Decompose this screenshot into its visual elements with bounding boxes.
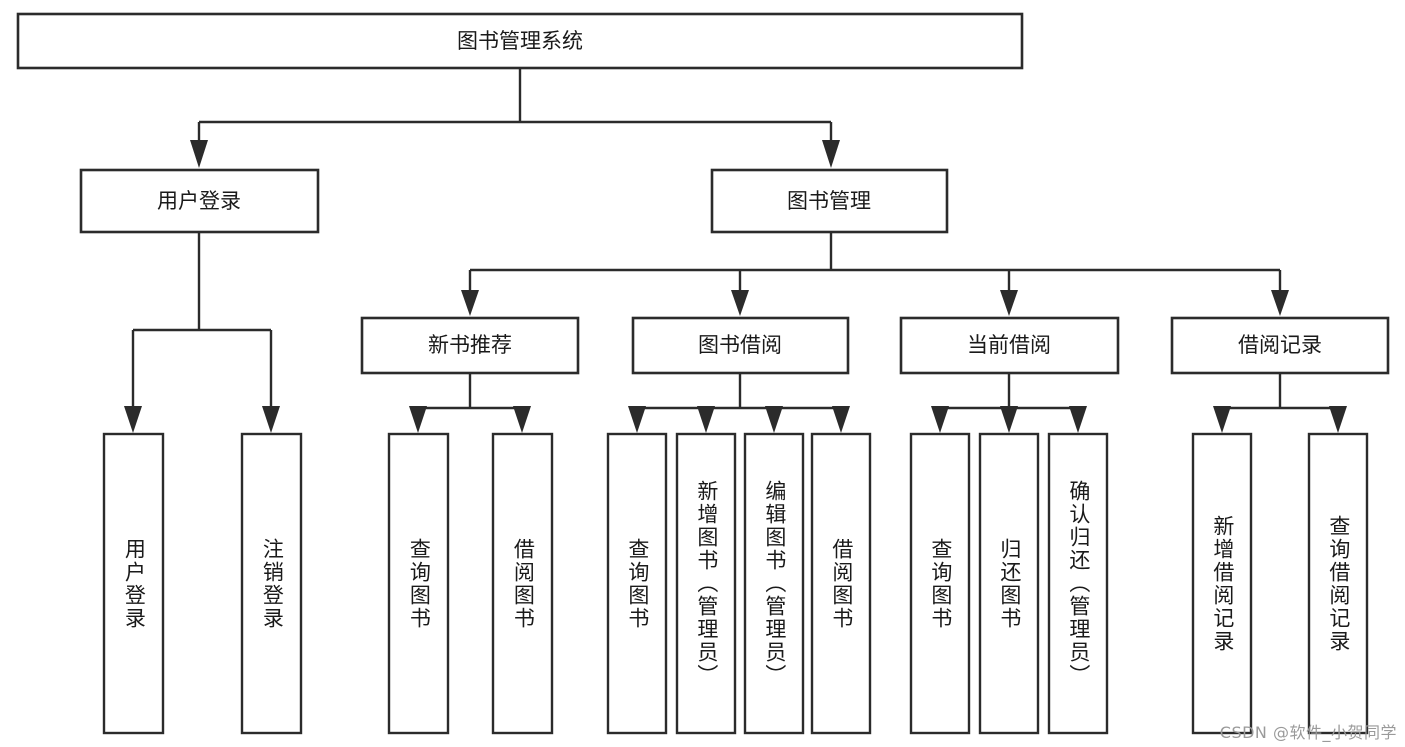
connector-group-book-borrow: [628, 373, 850, 433]
arrow-head-user-login: [190, 140, 208, 168]
node-box-leaf-borrow-book-2[interactable]: [810, 432, 872, 735]
connector-group-root: [190, 68, 840, 168]
arrow-head-leaf-borrow-book-1: [513, 406, 531, 433]
arrow-head-borrow-record: [1271, 290, 1289, 316]
node-box-new-book-recommend[interactable]: [360, 316, 580, 375]
node-box-user-login[interactable]: [79, 168, 320, 234]
arrow-head-leaf-query-book-1: [409, 406, 427, 433]
arrow-head-leaf-query-record: [1329, 406, 1347, 433]
arrow-head-leaf-add-record: [1213, 406, 1231, 433]
arrow-head-leaf-return-book: [1000, 406, 1018, 433]
label-user-login: 用户登录: [157, 189, 241, 213]
label-book-borrow: 图书借阅: [698, 333, 782, 357]
arrow-head-leaf-edit-book: [765, 406, 783, 433]
connector-group-book-management: [461, 232, 1289, 316]
label-root: 图书管理系统: [457, 29, 583, 53]
node-box-leaf-return-book[interactable]: [978, 432, 1040, 735]
arrow-head-leaf-user-login: [124, 406, 142, 433]
node-box-current-borrow[interactable]: [899, 316, 1120, 375]
node-box-leaf-borrow-book-1[interactable]: [491, 432, 554, 735]
label-book-management: 图书管理: [787, 189, 871, 213]
connector-group-new-book-recommend: [409, 373, 531, 433]
arrow-head-leaf-logout: [262, 406, 280, 433]
node-box-root[interactable]: [16, 12, 1024, 70]
connector-group-borrow-record: [1213, 373, 1347, 433]
label-current-borrow: 当前借阅: [967, 333, 1051, 357]
node-box-leaf-add-book[interactable]: [675, 432, 737, 735]
node-box-leaf-query-record[interactable]: [1307, 432, 1369, 735]
connector-group-user-login: [124, 232, 280, 433]
label-new-book-recommend: 新书推荐: [428, 333, 512, 357]
node-box-leaf-user-login[interactable]: [102, 432, 165, 735]
node-box-leaf-add-record[interactable]: [1191, 432, 1253, 735]
node-box-book-borrow[interactable]: [631, 316, 850, 375]
arrow-head-leaf-confirm-return: [1069, 406, 1087, 433]
arrow-head-leaf-borrow-book-2: [832, 406, 850, 433]
node-box-borrow-record[interactable]: [1170, 316, 1390, 375]
label-borrow-record: 借阅记录: [1238, 333, 1322, 357]
arrow-head-book-management: [822, 140, 840, 168]
node-box-leaf-query-book-2[interactable]: [606, 432, 668, 735]
connector-group-current-borrow: [931, 373, 1087, 433]
arrow-head-new-book-recommend: [461, 290, 479, 316]
node-box-leaf-logout[interactable]: [240, 432, 303, 735]
arrow-head-leaf-add-book: [697, 406, 715, 433]
arrow-head-leaf-query-book-3: [931, 406, 949, 433]
node-box-leaf-confirm-return[interactable]: [1047, 432, 1109, 735]
arrow-head-book-borrow: [731, 290, 749, 316]
node-box-leaf-query-book-3[interactable]: [909, 432, 971, 735]
node-box-leaf-query-book-1[interactable]: [387, 432, 450, 735]
node-box-leaf-edit-book[interactable]: [743, 432, 805, 735]
arrow-head-current-borrow: [1000, 290, 1018, 316]
watermark-text: CSDN @软件_小贺同学: [1219, 723, 1397, 742]
arrow-head-leaf-query-book-2: [628, 406, 646, 433]
node-box-book-management[interactable]: [710, 168, 949, 234]
